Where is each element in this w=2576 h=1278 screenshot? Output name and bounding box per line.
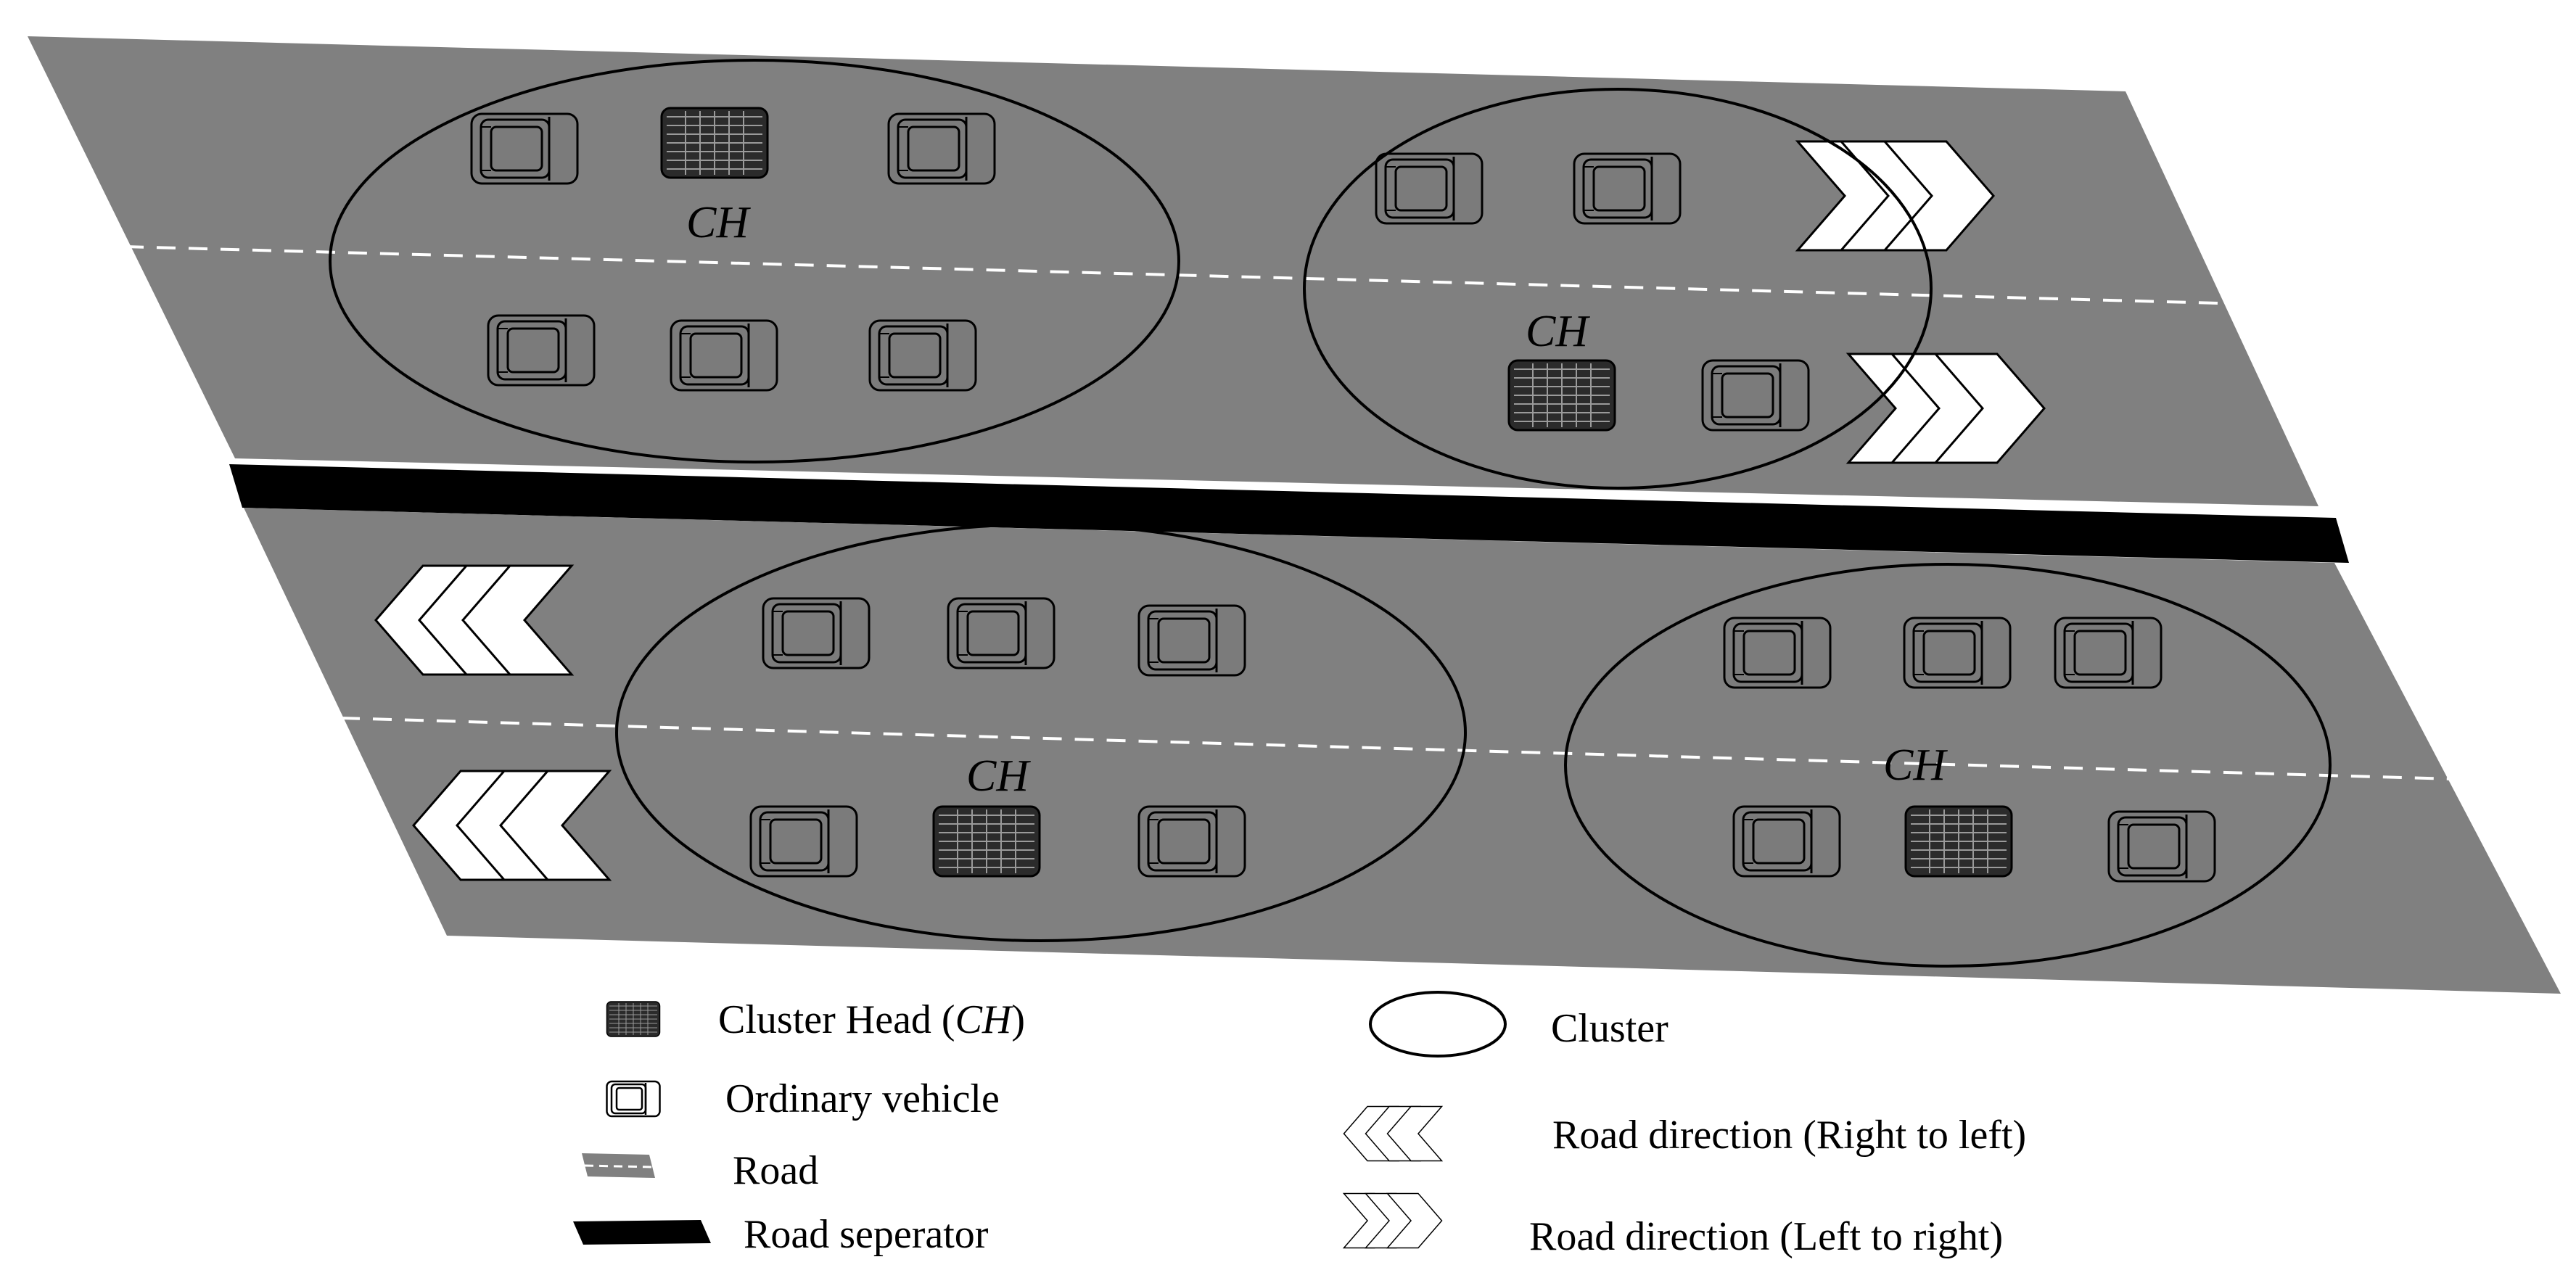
cluster-head-label: CH bbox=[1526, 307, 1590, 356]
ordinary-vehicle bbox=[762, 597, 871, 669]
ordinary-vehicle bbox=[887, 112, 996, 185]
legend-cluster: Cluster bbox=[1369, 991, 1668, 1058]
ordinary-vehicle bbox=[1723, 617, 1832, 689]
ordinary-vehicle bbox=[1732, 805, 1841, 878]
legend-cluster-head: Cluster Head (CH) bbox=[606, 997, 1025, 1042]
legend-ordinary-vehicle: Ordinary vehicle bbox=[606, 1076, 1000, 1121]
ordinary-vehicle bbox=[868, 319, 977, 392]
ordinary-vehicle bbox=[1573, 152, 1682, 225]
cluster-head-vehicle bbox=[1507, 359, 1616, 432]
ordinary-vehicle bbox=[1137, 604, 1246, 677]
ordinary-vehicle bbox=[1701, 359, 1810, 432]
legend-cluster-head-label: Cluster Head (CH) bbox=[718, 997, 1025, 1042]
ordinary-vehicle bbox=[947, 597, 1055, 669]
ordinary-vehicle bbox=[1903, 617, 2012, 689]
lower-lane-marking bbox=[340, 717, 2453, 780]
cluster-3 bbox=[615, 523, 1467, 942]
ordinary-vehicle bbox=[487, 314, 596, 387]
cluster-head-label: CH bbox=[1883, 741, 1948, 790]
ordinary-vehicle bbox=[670, 319, 778, 392]
legend-ordinary-vehicle-label: Ordinary vehicle bbox=[725, 1076, 1000, 1121]
chevrons-left-icon bbox=[1343, 1105, 1443, 1162]
ordinary-vehicle bbox=[2107, 810, 2216, 883]
car-top-view-icon bbox=[606, 1080, 661, 1118]
legend: Cluster Head (CH) Ordinary vehicle Road … bbox=[573, 991, 2026, 1259]
road-separator bbox=[229, 464, 2349, 563]
cluster-1 bbox=[329, 59, 1180, 463]
legend-cluster-label: Cluster bbox=[1551, 1006, 1668, 1051]
legend-road-separator: Road seperator bbox=[573, 1212, 989, 1257]
legend-road-label: Road bbox=[733, 1148, 818, 1193]
cluster-head-vehicle bbox=[660, 107, 769, 179]
lower-road bbox=[244, 508, 2561, 994]
ordinary-vehicle bbox=[749, 805, 858, 878]
cluster-head-vehicle bbox=[932, 805, 1041, 878]
cluster-2 bbox=[1303, 88, 1933, 490]
legend-direction-ltr-label: Road direction (Left to right) bbox=[1529, 1214, 2003, 1259]
cluster-head-vehicle bbox=[1904, 805, 2013, 878]
cluster-head-icon bbox=[606, 1001, 661, 1037]
legend-direction-rtl: Road direction (Right to left) bbox=[1343, 1105, 2026, 1162]
cluster-ellipse-icon bbox=[1369, 991, 1507, 1058]
ordinary-vehicle bbox=[1375, 152, 1484, 225]
cluster-head-label: CH bbox=[966, 751, 1031, 801]
chevrons-right-icon bbox=[1343, 1192, 1443, 1249]
ordinary-vehicle bbox=[470, 112, 579, 185]
legend-direction-rtl-label: Road direction (Right to left) bbox=[1552, 1113, 2026, 1158]
legend-road: Road bbox=[582, 1148, 818, 1193]
cluster-4 bbox=[1564, 563, 2332, 968]
separator-swatch-icon bbox=[573, 1220, 711, 1245]
ordinary-vehicle bbox=[2054, 617, 2163, 689]
clusters bbox=[329, 59, 2332, 968]
legend-direction-ltr: Road direction (Left to right) bbox=[1343, 1192, 2003, 1259]
ordinary-vehicle bbox=[1137, 805, 1246, 878]
cluster-head-label: CH bbox=[686, 198, 751, 247]
legend-road-separator-label: Road seperator bbox=[744, 1212, 989, 1257]
